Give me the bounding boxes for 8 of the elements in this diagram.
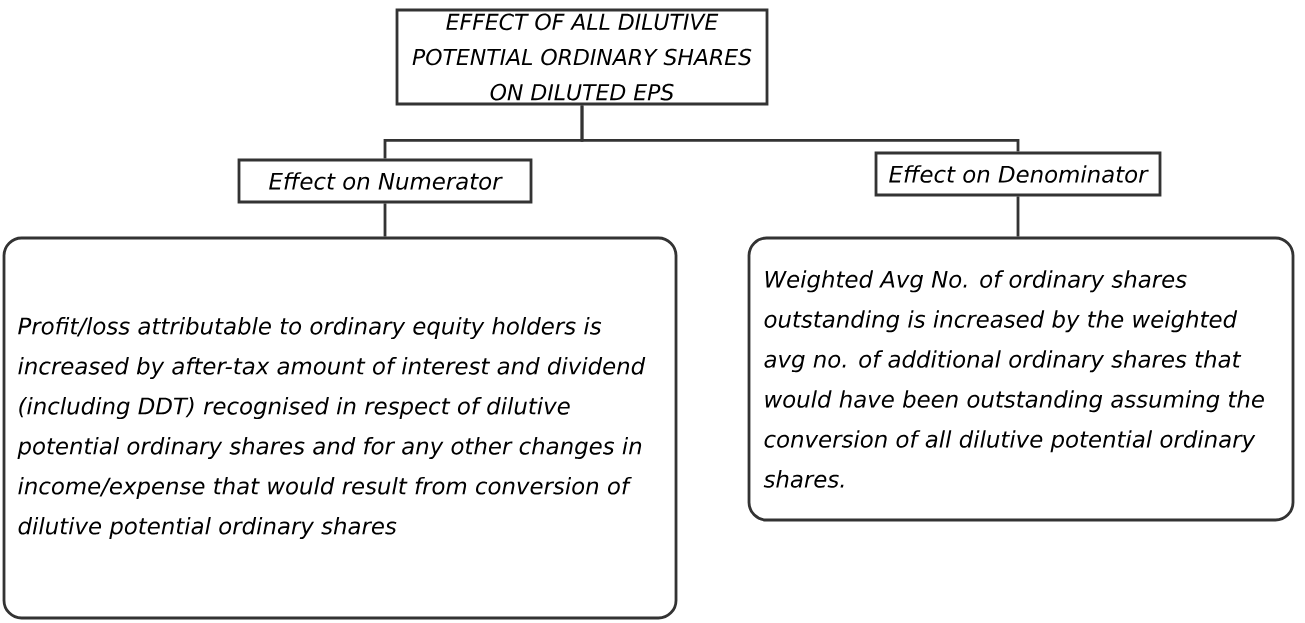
description-box: Profit/loss attributable to ordinary equity holders is increased by after-tax amount of interest and dividend (including DDT) recognised in respect of dilutive potential ordinary shares and for any other changes in income/expense that would result from conversion of dilutive potential ordinary shares (2, 236, 678, 620)
connector-line (383, 203, 387, 237)
heading-box: EFFECT OF ALL DILUTIVE POTENTIAL ORDINARY SHARES ON DILUTED EPS (395, 8, 769, 106)
category-box: Effect on Numerator (237, 158, 533, 204)
connector-line (580, 105, 1020, 152)
description-box: Weighted Avg No. of ordinary shares outstanding is increased by the weighted avg no. of additional ordinary shares that would have been outstanding assuming the conversion of all dilutive potential ordinary shares. (747, 236, 1295, 522)
connector-line (1016, 196, 1020, 237)
category-box: Effect on Denominator (874, 151, 1162, 197)
